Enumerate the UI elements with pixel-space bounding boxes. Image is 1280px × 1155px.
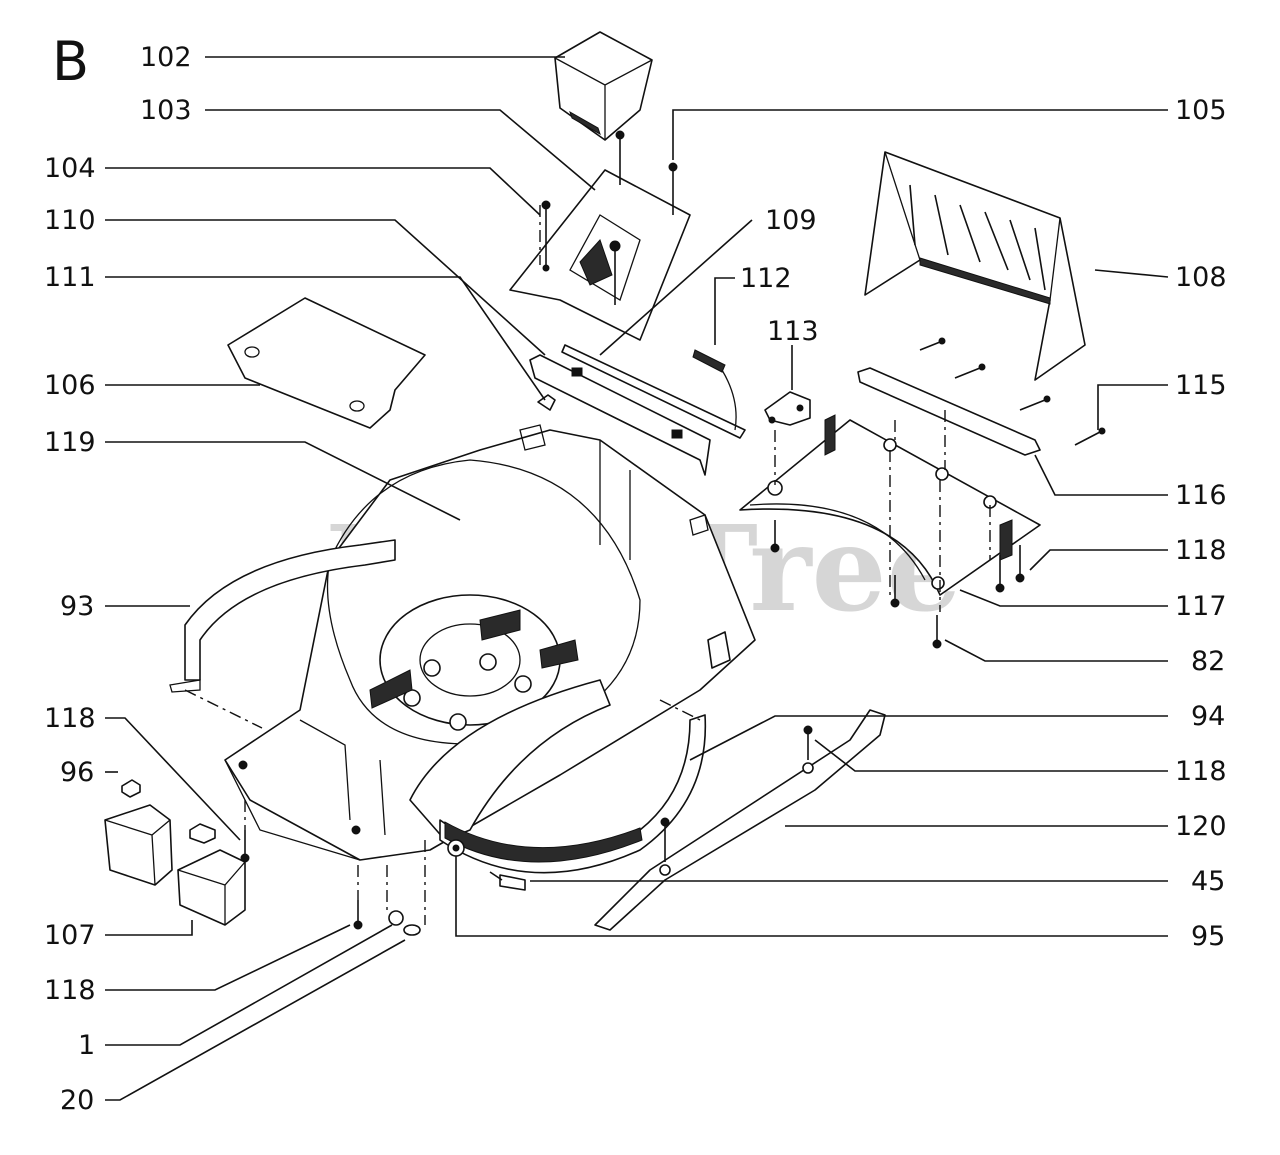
callout-93: 93 [60,591,94,622]
callout-116: 116 [1175,480,1227,511]
callout-119: 119 [44,427,96,458]
callout-104: 104 [44,153,96,184]
callout-103: 103 [140,95,192,126]
part-107-blocks [104,804,246,926]
leader-lines [105,56,1169,1101]
callout-120: 120 [1175,811,1227,842]
callout-96: 96 [60,757,94,788]
part-1-nut [388,910,404,926]
part-103-bracket [509,169,691,341]
callout-111: 111 [44,262,96,293]
callout-118-d: 118 [1175,756,1227,787]
part-120-blade [594,709,886,931]
callout-94: 94 [1191,701,1225,732]
part-109-rail [561,344,746,439]
callout-118-c: 118 [1175,535,1227,566]
part-118-blade-screws [660,725,813,862]
part-94-skirt [409,679,707,874]
callout-106: 106 [44,370,96,401]
callout-108: 108 [1175,262,1227,293]
callout-1: 1 [78,1030,95,1061]
part-111-clip [537,394,556,411]
section-letter: B [52,30,89,93]
callout-109: 109 [765,205,817,236]
part-93-side-guard [169,539,396,693]
part-95-nut [447,839,465,857]
callout-118-a: 118 [44,703,96,734]
callout-107: 107 [44,920,96,951]
callout-95: 95 [1191,921,1225,952]
part-113-bracket [764,391,811,426]
callout-105: 105 [1175,95,1227,126]
callout-20: 20 [60,1085,94,1116]
part-108-bag-frame [864,151,1086,381]
callout-113: 113 [767,316,819,347]
part-102-cover [554,31,653,141]
callout-45: 45 [1191,866,1225,897]
part-118-left-screws [240,830,363,930]
part-118-screws-right [770,520,1025,608]
part-82-screw [932,615,942,649]
part-110-bar [529,354,711,476]
part-112-spring [692,349,737,431]
part-115-pins [919,337,1106,446]
callout-118-b: 118 [44,975,96,1006]
part-105-screw [668,162,678,215]
part-45-bolt [489,871,526,891]
callout-102: 102 [140,42,192,73]
callout-115: 115 [1175,370,1227,401]
part-20-washer [403,924,421,936]
callout-labels: 102 103 104 110 111 106 119 93 118 96 10… [44,42,1227,1116]
part-104-screws [541,130,625,305]
assembly-lines-right [774,410,991,612]
part-106-plate [227,297,426,429]
callout-82: 82 [1191,646,1225,677]
part-116-flap-bar [857,367,1041,456]
callout-110: 110 [44,205,96,236]
callout-117: 117 [1175,591,1227,622]
part-119-deck [224,424,756,861]
part-96-clips [121,779,216,844]
callout-112: 112 [740,263,792,294]
